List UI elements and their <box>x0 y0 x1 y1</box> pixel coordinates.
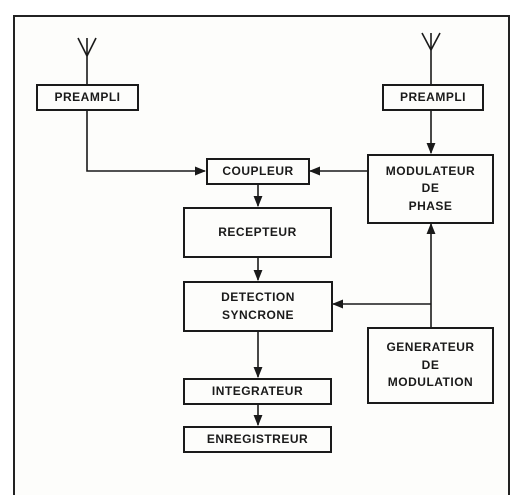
integrateur-label: INTEGRATEUR <box>211 383 304 398</box>
modulateur-block: MODULATEUR DE PHASE <box>367 154 494 224</box>
preampli-right-label: PREAMPLI <box>399 89 466 104</box>
antenna-left-icon <box>77 37 97 84</box>
detection-label: DETECTION SYNCRONE <box>221 290 295 322</box>
integrateur-block: INTEGRATEUR <box>183 378 332 405</box>
detection-block: DETECTION SYNCRONE <box>183 281 333 332</box>
recepteur-block: RECEPTEUR <box>183 207 332 258</box>
generateur-label: GENERATEUR DE MODULATION <box>386 340 475 390</box>
recepteur-label: RECEPTEUR <box>218 224 297 239</box>
preampli-left-block: PREAMPLI <box>36 84 139 111</box>
modulateur-label: MODULATEUR DE PHASE <box>385 163 476 213</box>
generateur-block: GENERATEUR DE MODULATION <box>367 327 494 404</box>
wire-preampli-left-coupleur <box>86 110 207 176</box>
coupleur-label: COUPLEUR <box>222 163 294 178</box>
preampli-right-block: PREAMPLI <box>382 84 484 111</box>
antenna-right-icon <box>421 32 441 84</box>
preampli-left-label: PREAMPLI <box>54 89 121 104</box>
enregistreur-block: ENREGISTREUR <box>183 426 332 453</box>
coupleur-block: COUPLEUR <box>206 158 310 185</box>
enregistreur-label: ENREGISTREUR <box>206 431 309 446</box>
